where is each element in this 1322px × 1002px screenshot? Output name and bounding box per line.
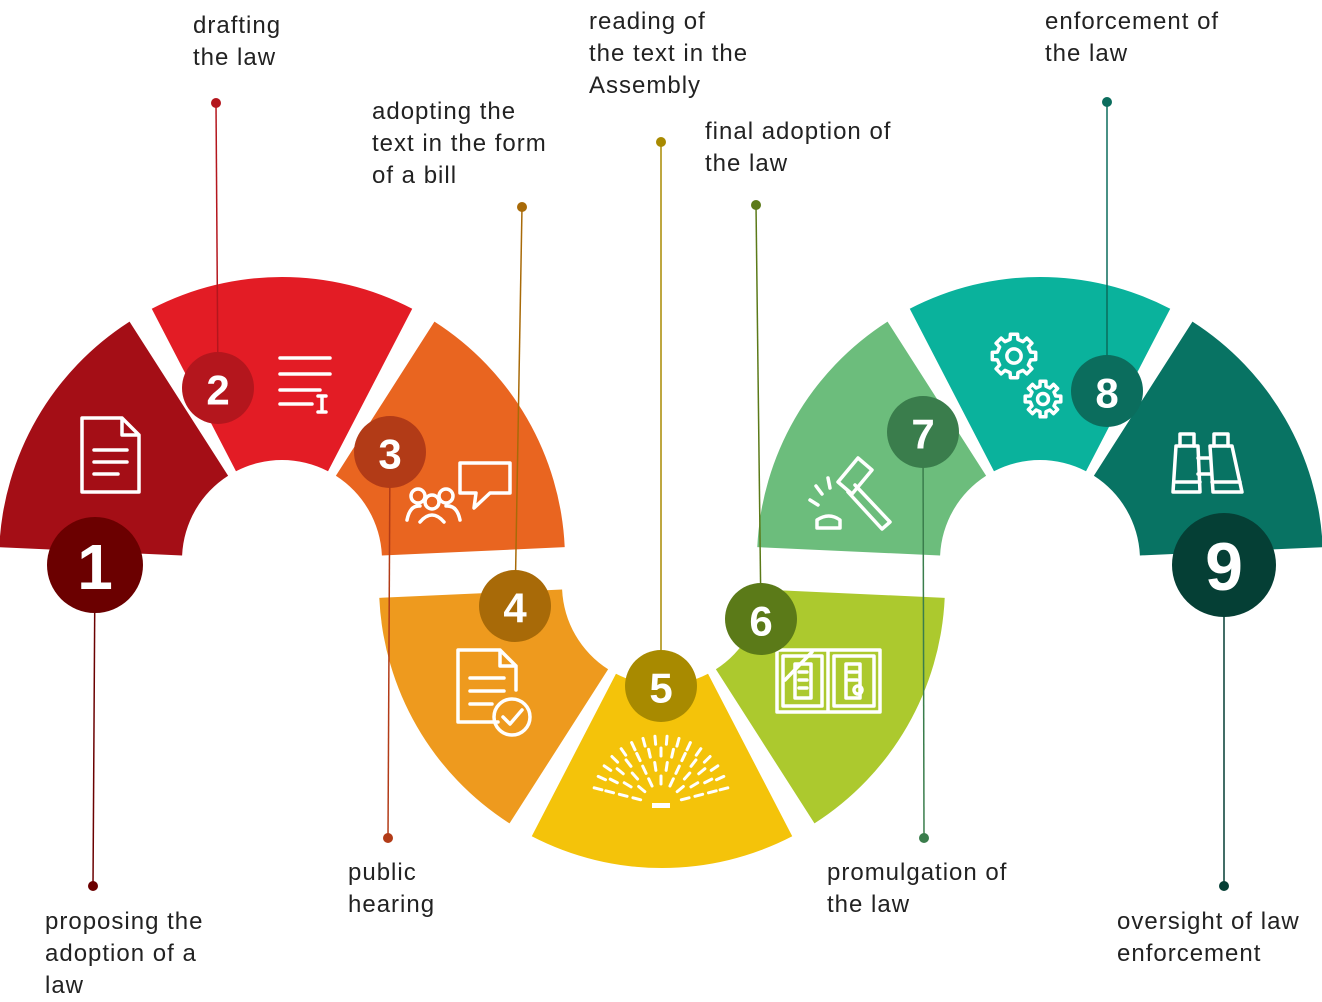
step-7-number: 7: [911, 411, 934, 458]
step-9-connector-dot: [1219, 881, 1229, 891]
step-6-label: final adoption of the law: [705, 118, 892, 177]
step-6-connector-dot: [751, 200, 761, 210]
document-icon: [80, 416, 141, 494]
step-2-connector-dot: [211, 98, 221, 108]
step-9-badge: [1172, 513, 1276, 617]
step-4-badge: [479, 570, 551, 642]
step-8-connector-dot: [1102, 97, 1112, 107]
step-5-connector-dot: [656, 137, 666, 147]
step-1-connector-dot: [88, 881, 98, 891]
assembly-hall-icon: [592, 734, 730, 808]
document-check-icon: [456, 648, 532, 737]
step-3-badge: [354, 416, 426, 488]
step-6-number: 6: [749, 598, 772, 645]
step-4-number: 4: [503, 585, 527, 632]
step-4-connector-dot: [517, 202, 527, 212]
step-5-label: reading of the text in the Assembly: [589, 8, 749, 99]
step-6-badge: [725, 583, 797, 655]
step-1-connector-line: [92, 564, 96, 887]
step-1-segment: [0, 321, 229, 556]
step-2-number: 2: [206, 367, 229, 414]
step-4-label: adopting the text in the form of a bill: [372, 98, 547, 189]
step-8-label: enforcement of the law: [1045, 8, 1220, 67]
step-7-connector-dot: [919, 833, 929, 843]
step-7-segment: [757, 321, 987, 556]
text-edit-icon: [278, 356, 332, 414]
step-8-badge: [1071, 355, 1143, 427]
step-1-number: 1: [77, 531, 113, 603]
step-3-number: 3: [378, 431, 401, 478]
open-book-icon: [775, 648, 882, 714]
step-2-connector-line: [215, 102, 219, 389]
step-4-segment: [379, 589, 609, 824]
step-3-connector-dot: [383, 833, 393, 843]
step-5-badge: [625, 650, 697, 722]
step-8-number: 8: [1095, 370, 1118, 417]
step-3-segment: [335, 321, 565, 556]
step-1-label: proposing the adoption of a law: [45, 908, 204, 999]
step-7-connector-line: [922, 431, 925, 839]
step-9-number: 9: [1205, 529, 1243, 605]
step-4-connector-line: [514, 206, 523, 607]
step-9-label: oversight of law enforcement: [1117, 908, 1300, 967]
step-7-badge: [887, 396, 959, 468]
step-7-label: promulgation of the law: [827, 859, 1008, 918]
step-5-segment: [531, 673, 793, 868]
gavel-icon: [808, 456, 892, 531]
step-2-badge: [182, 352, 254, 424]
gears-icon: [990, 332, 1063, 419]
step-9-segment: [1093, 321, 1322, 556]
step-6-connector-line: [755, 204, 762, 620]
step-5-number: 5: [649, 665, 672, 712]
step-3-connector-line: [387, 451, 391, 839]
step-3-label: public hearing: [348, 859, 436, 918]
binoculars-icon: [1171, 432, 1244, 494]
step-2-label: drafting the law: [193, 12, 282, 71]
people-chat-icon: [405, 461, 512, 524]
step-1-badge: [47, 517, 143, 613]
